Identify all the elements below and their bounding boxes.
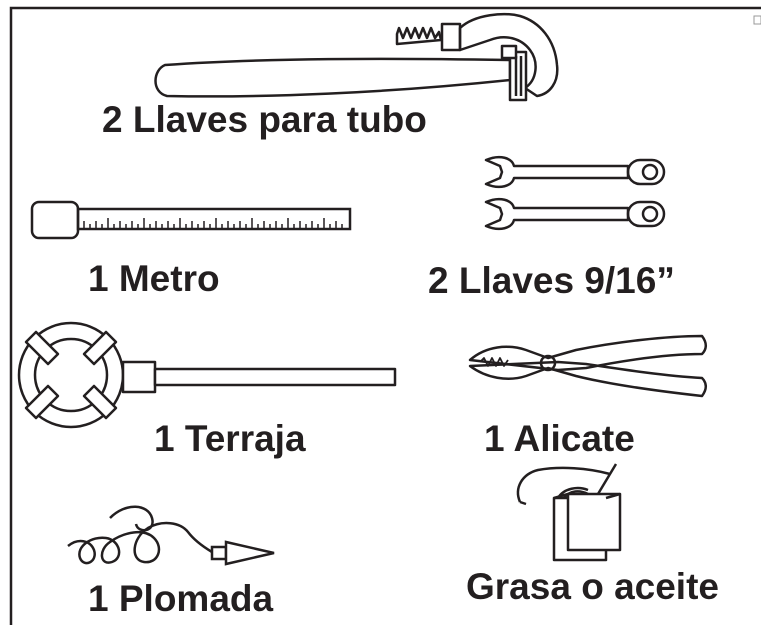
die-stock-icon — [17, 321, 397, 429]
tape-measure-label: 1 Metro — [88, 258, 220, 299]
pliers-icon — [468, 334, 707, 398]
grease-oil-label: Grasa o aceite — [466, 566, 719, 607]
combination-wrenches-icon — [484, 155, 666, 231]
pipe-wrenches-label: 2 Llaves para tubo — [102, 99, 427, 140]
pliers-label: 1 Alicate — [484, 418, 635, 459]
pipe-wrench-icon — [154, 12, 559, 102]
plumb-bob-icon — [67, 505, 275, 566]
die-stock-label: 1 Terraja — [154, 418, 306, 459]
oil-can-icon — [516, 463, 622, 562]
plumb-bob-label: 1 Plomada — [88, 578, 274, 619]
wrenches-916-label: 2 Llaves 9/16” — [428, 260, 675, 301]
tape-measure-icon — [30, 200, 352, 240]
